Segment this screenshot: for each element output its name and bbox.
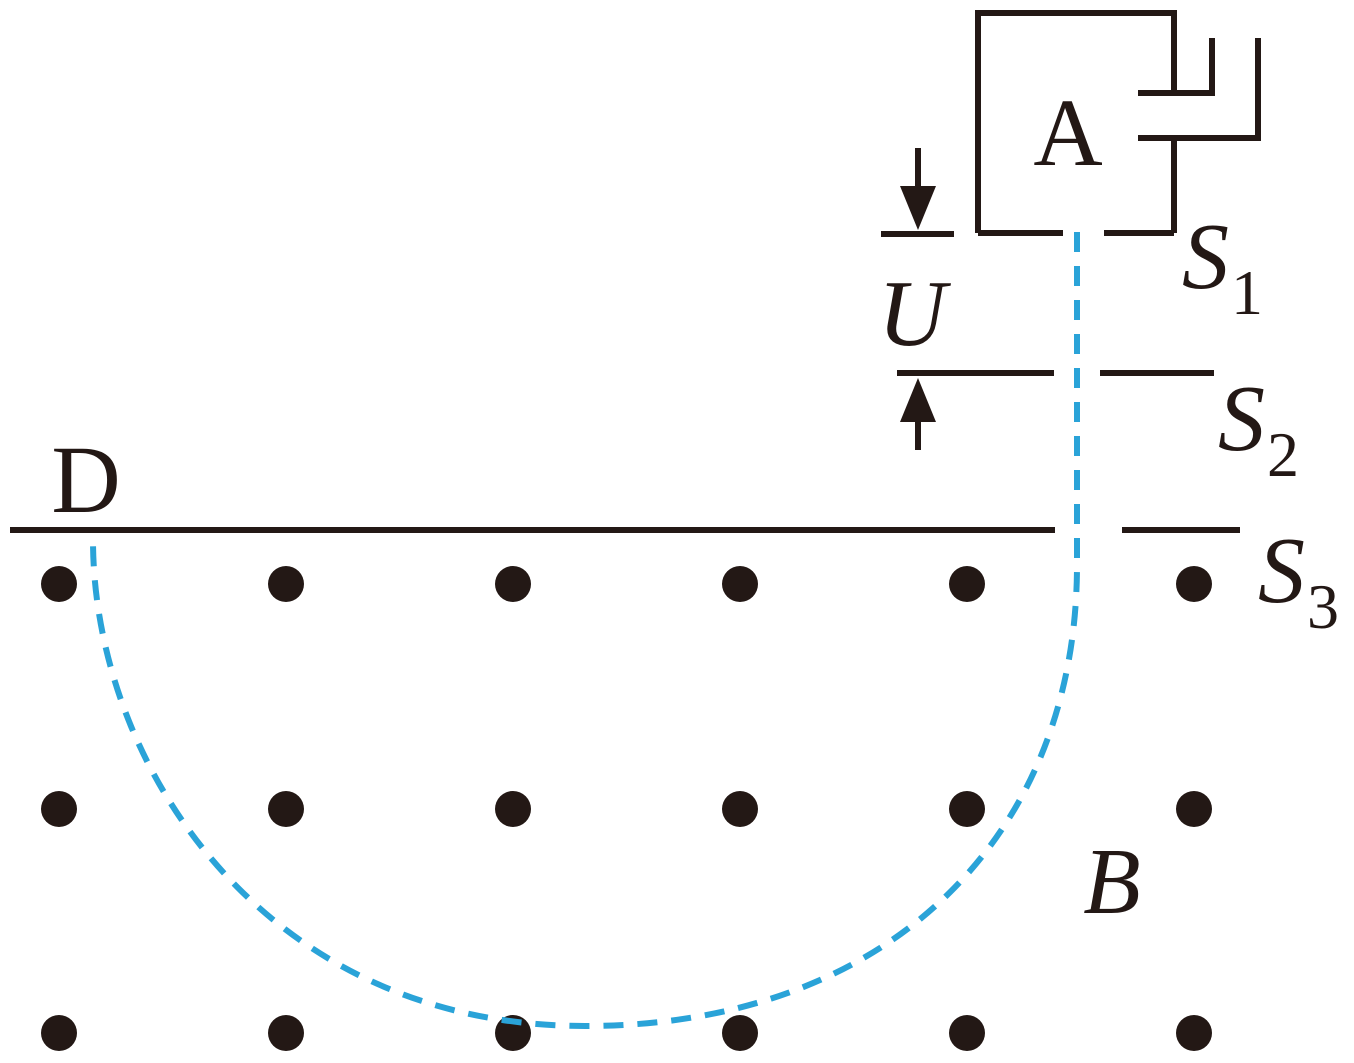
field-dot — [1176, 1015, 1212, 1051]
field-dot — [722, 791, 758, 827]
magnetic-field-dots — [41, 566, 1212, 1051]
slit2-label: S2 — [1218, 367, 1299, 490]
field-dot — [1176, 566, 1212, 602]
arrow-down-icon — [900, 186, 936, 230]
field-dot — [41, 791, 77, 827]
field-dot — [949, 566, 985, 602]
field-dot — [495, 566, 531, 602]
field-dot — [41, 566, 77, 602]
lead-wire-inner — [1138, 38, 1215, 96]
field-dot — [722, 566, 758, 602]
field-dot — [268, 791, 304, 827]
field-label: B — [1083, 830, 1140, 934]
detector-label: D — [51, 426, 120, 533]
field-dot — [949, 1015, 985, 1051]
arrow-up-icon — [900, 378, 936, 422]
slit1-label: S1 — [1182, 205, 1263, 328]
lead-wire-outer — [1138, 38, 1261, 141]
field-dot — [1176, 791, 1212, 827]
slit3-label: S3 — [1258, 519, 1339, 642]
field-dot — [268, 566, 304, 602]
field-dot — [495, 1015, 531, 1051]
voltage-arrows — [881, 148, 954, 450]
voltage-label: U — [878, 262, 951, 366]
field-dot — [41, 1015, 77, 1051]
ion-trajectory — [90, 232, 1080, 1030]
field-dot — [495, 791, 531, 827]
ion-source-box — [975, 10, 1261, 236]
source-label: A — [1033, 79, 1102, 186]
field-dot — [722, 1015, 758, 1051]
field-dot — [268, 1015, 304, 1051]
field-dot — [949, 791, 985, 827]
